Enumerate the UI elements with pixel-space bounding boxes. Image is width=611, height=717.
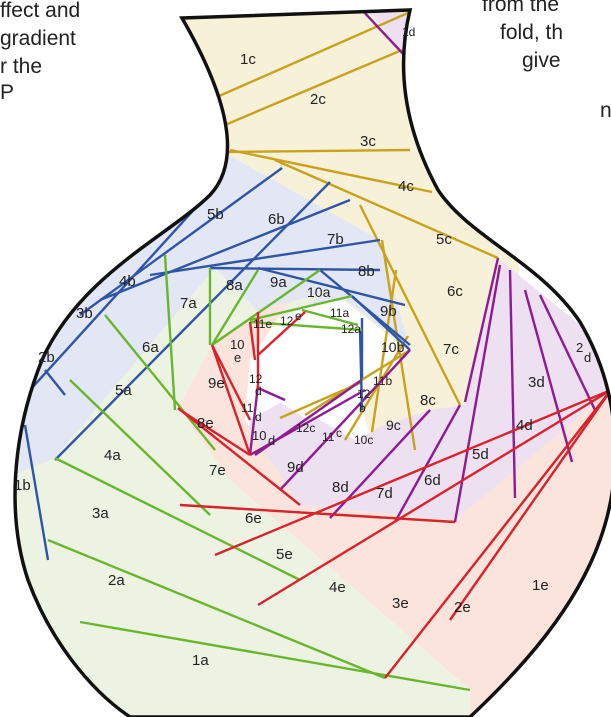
label-5d: 5d	[472, 446, 489, 463]
label-1d: 1d	[402, 25, 415, 39]
text-left-line-4: P	[0, 81, 15, 104]
label-8e: 8e	[197, 415, 214, 432]
text-left-line-2: gradient	[0, 27, 76, 50]
label-11d-number: 11	[241, 401, 254, 415]
label-9b: 9b	[380, 303, 397, 320]
vase-outline	[13, 8, 611, 717]
label-2d-number: 2	[576, 340, 583, 355]
label-3b: 3b	[76, 305, 93, 322]
label-7c: 7c	[443, 341, 459, 358]
text-left-line-3: r the	[0, 55, 43, 78]
label-2b: 2b	[38, 349, 55, 366]
text-right-line-1: from the	[482, 0, 560, 16]
section-b-lines	[23, 167, 411, 561]
label-1e: 1e	[532, 577, 549, 594]
label-8c: 8c	[420, 392, 436, 409]
label-11e: 11e	[253, 317, 272, 331]
label-11b: 11b	[373, 374, 392, 388]
label-4d: 4d	[516, 417, 533, 434]
label-2e: 2e	[454, 599, 471, 616]
label-9d: 9d	[287, 459, 304, 476]
label-10a: 10a	[307, 284, 331, 300]
section-a-lines	[47, 254, 471, 692]
label-3d: 3d	[528, 374, 545, 391]
label-10b: 10b	[381, 339, 405, 355]
label-9c: 9c	[386, 417, 401, 433]
label-11c-number: 11	[322, 430, 335, 444]
section-e-lines	[177, 311, 611, 679]
label-12e-number: 12	[280, 314, 294, 328]
label-4c: 4c	[398, 178, 414, 195]
label-7b: 7b	[327, 231, 344, 248]
label-7e: 7e	[209, 462, 226, 479]
label-12e-letter: e	[295, 309, 302, 323]
label-1c: 1c	[240, 51, 256, 68]
label-5b: 5b	[207, 206, 224, 223]
text-right-line-2: fold, th	[500, 21, 564, 44]
label-9a: 9a	[270, 274, 287, 291]
label-11a: 11a	[330, 306, 349, 320]
piece-labels: 1a 2a 3a 4a 5a 6a 7a 8a 9a 10a 11a 12a 1…	[14, 25, 591, 669]
label-12b-number: 12	[357, 387, 371, 401]
label-6a: 6a	[142, 339, 159, 356]
label-3c: 3c	[360, 133, 376, 150]
label-12c: 12c	[296, 421, 315, 435]
label-1a: 1a	[192, 652, 209, 669]
label-6b: 6b	[268, 211, 285, 228]
label-3e: 3e	[392, 595, 409, 612]
label-2d-letter: d	[584, 350, 591, 365]
section-c-lines	[209, 10, 499, 451]
section-d-fill	[245, 260, 611, 520]
label-10e-letter: e	[234, 350, 241, 365]
label-10c: 10c	[354, 433, 373, 447]
label-10d-letter: d	[268, 433, 275, 448]
label-2c: 2c	[310, 91, 326, 108]
label-4e: 4e	[329, 579, 346, 596]
label-6e: 6e	[245, 510, 262, 527]
label-9e: 9e	[208, 375, 225, 392]
label-10e-number: 10	[230, 337, 244, 352]
label-7d: 7d	[376, 485, 393, 502]
label-6c: 6c	[447, 283, 463, 300]
label-11c-letter: c	[336, 426, 342, 440]
label-7a: 7a	[180, 295, 197, 312]
label-5c: 5c	[436, 231, 452, 248]
label-8a: 8a	[226, 277, 243, 294]
label-4a: 4a	[104, 447, 121, 464]
label-12b-letter: b	[359, 401, 366, 415]
label-2a: 2a	[108, 572, 125, 589]
label-11d-letter: d	[255, 410, 262, 424]
label-5e: 5e	[276, 546, 293, 563]
section-a-fill	[15, 268, 470, 717]
fold-lines	[23, 10, 611, 692]
label-12a: 12a	[341, 322, 361, 336]
label-8d: 8d	[332, 479, 349, 496]
text-right-line-3: give	[522, 49, 561, 72]
center-opening	[258, 312, 362, 418]
label-1b: 1b	[14, 477, 31, 494]
label-12d-number: 12	[249, 372, 263, 386]
section-e-fill	[178, 300, 611, 717]
label-8b: 8b	[358, 263, 375, 280]
label-4b: 4b	[119, 273, 136, 290]
label-3a: 3a	[92, 505, 109, 522]
label-12d-letter: d	[255, 384, 262, 398]
text-left-line-1: ffect and	[0, 0, 81, 22]
text-right-line-4: n	[600, 99, 611, 122]
label-6d: 6d	[424, 472, 441, 489]
label-10d-number: 10	[252, 428, 266, 443]
label-5a: 5a	[115, 382, 132, 399]
